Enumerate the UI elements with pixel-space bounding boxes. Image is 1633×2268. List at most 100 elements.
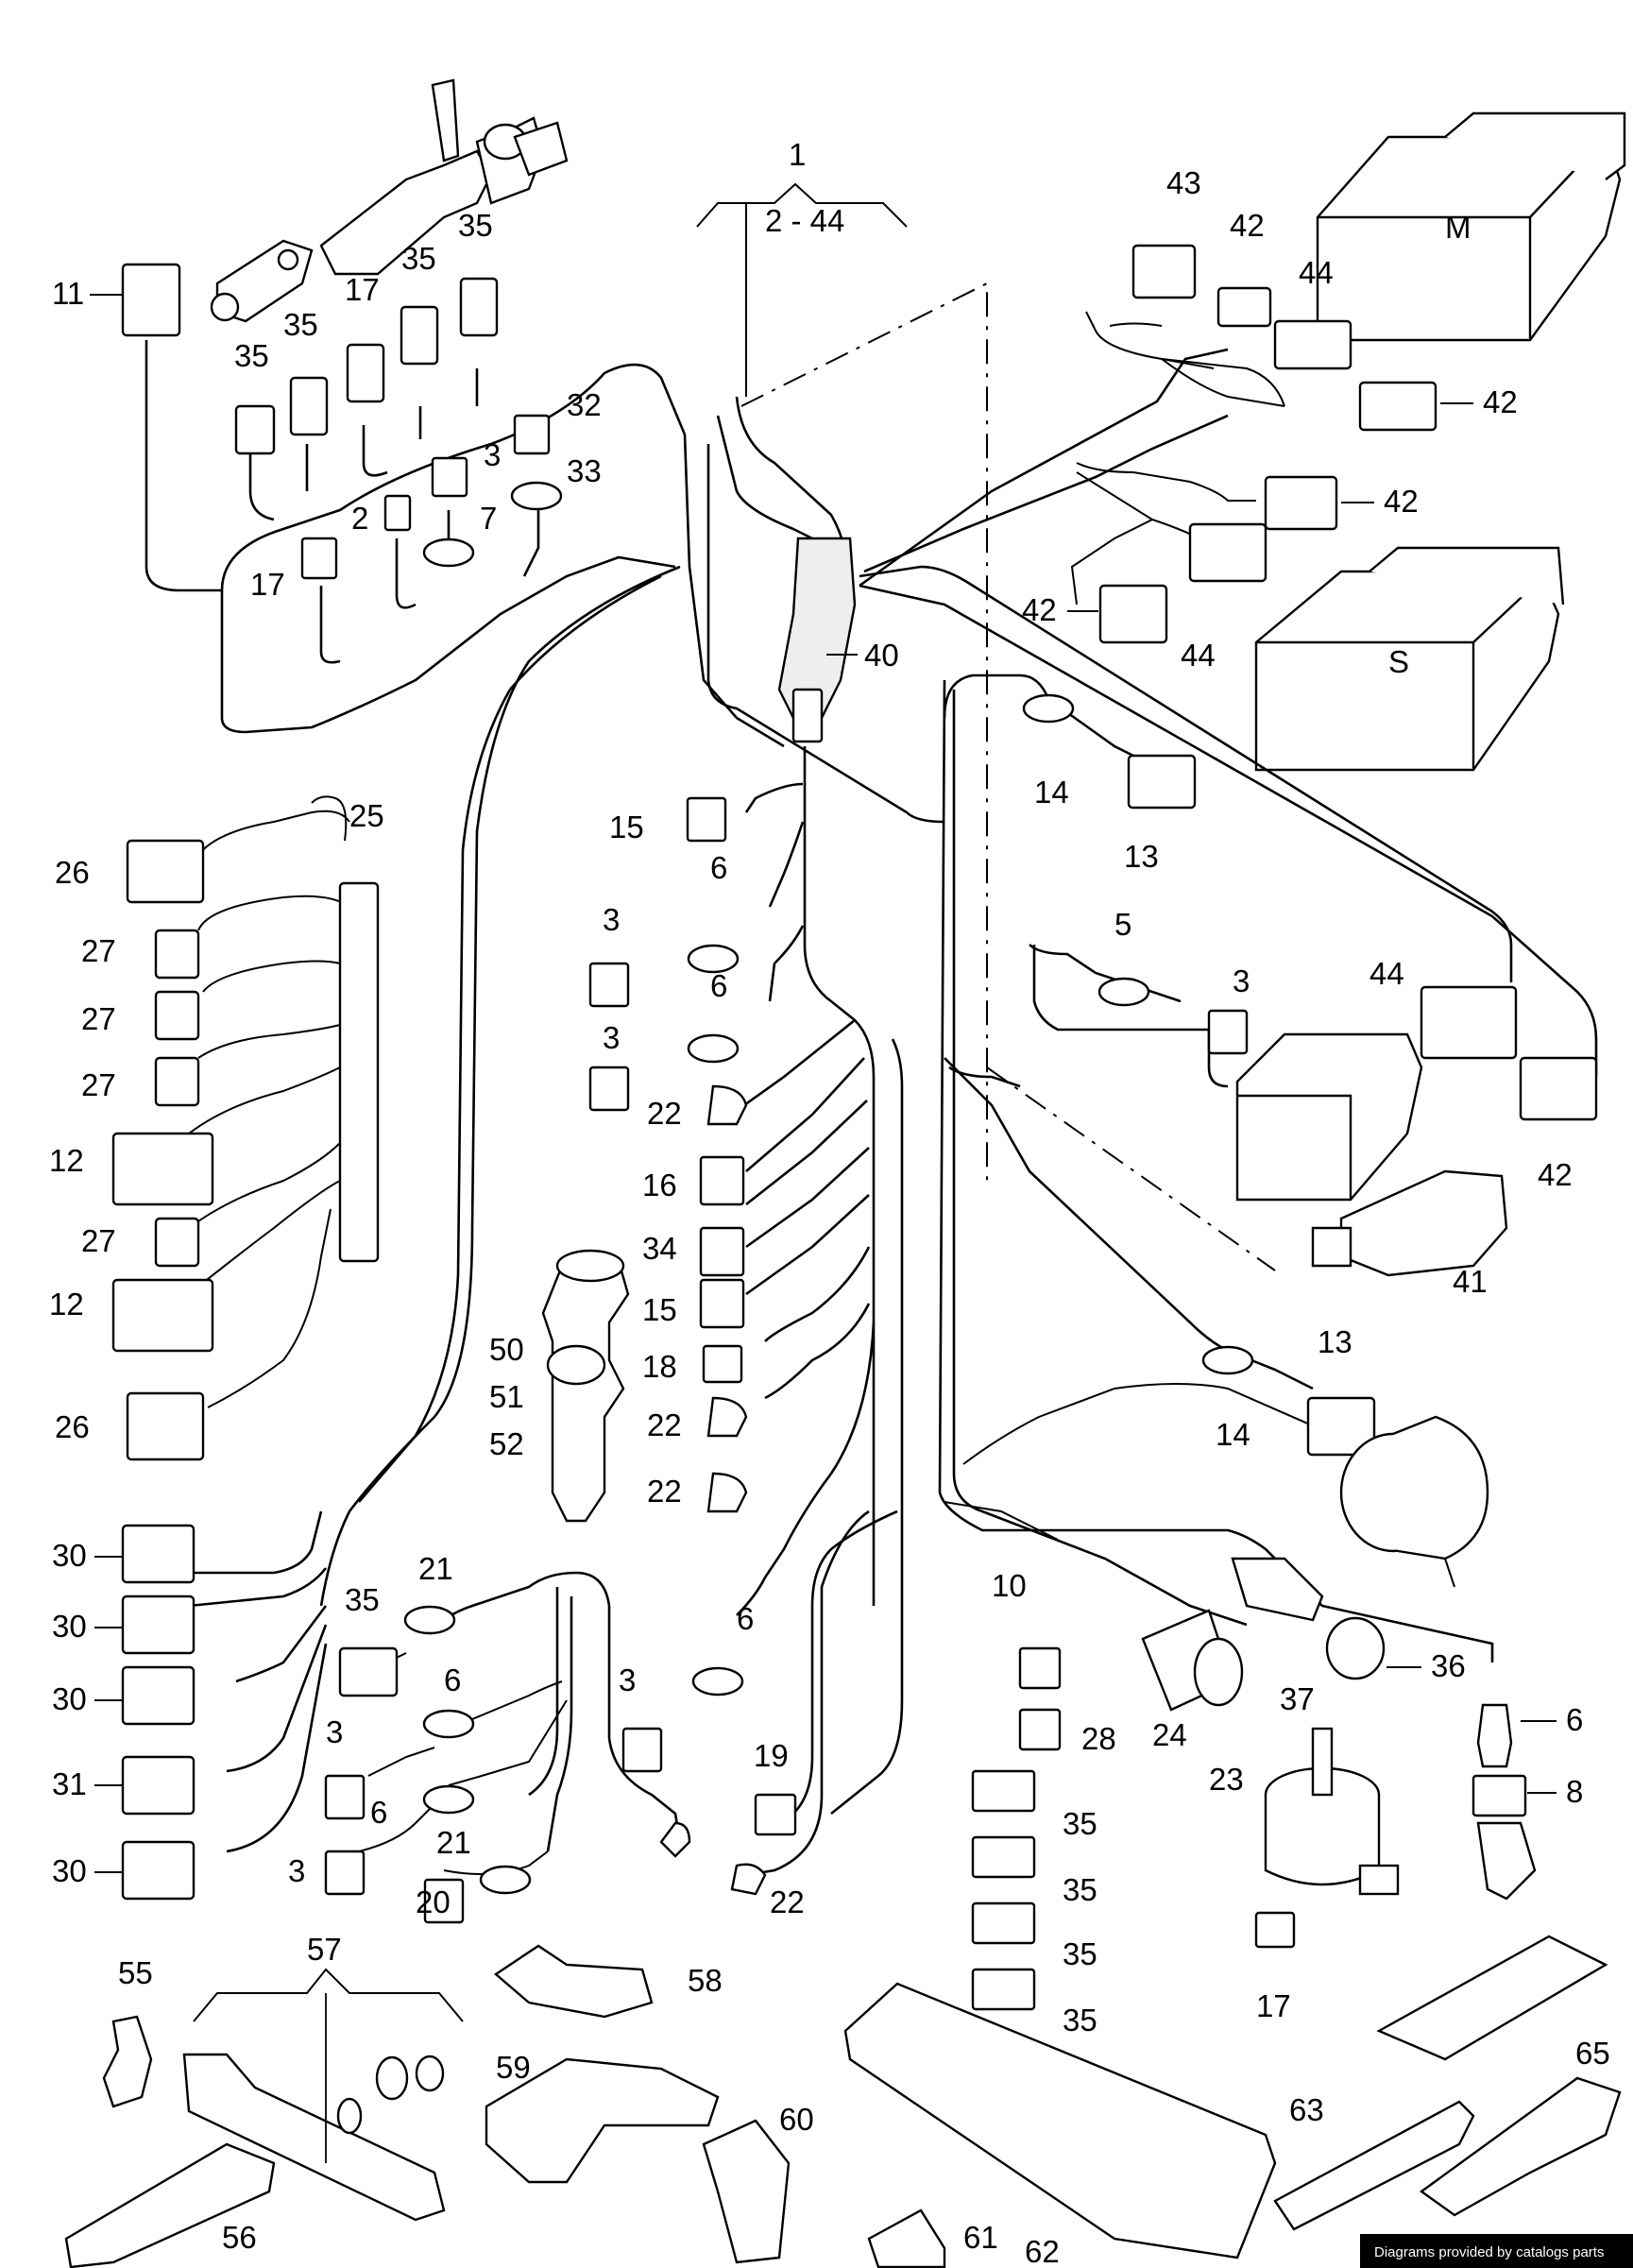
label-56: 56: [222, 2220, 257, 2255]
label-59: 59: [496, 2050, 531, 2085]
callout-labels: 1 2 - 44 11 35 35 17 35 35 32 3 33 2 7 1…: [49, 137, 1610, 2268]
label-3: 3: [288, 1853, 305, 1888]
label-51: 51: [489, 1379, 524, 1414]
label-35: 35: [458, 208, 493, 243]
label-14: 14: [1034, 775, 1069, 810]
label-6: 6: [710, 968, 727, 1003]
label-44: 44: [1299, 255, 1334, 290]
label-60: 60: [779, 2102, 814, 2137]
label-62: 62: [1025, 2234, 1060, 2268]
label-23: 23: [1209, 1762, 1244, 1797]
label-35: 35: [1063, 1806, 1097, 1841]
label-63: 63: [1289, 2092, 1324, 2127]
label-26: 26: [55, 855, 90, 890]
label-55: 55: [118, 1955, 153, 1990]
label-36: 36: [1431, 1648, 1466, 1683]
label-3: 3: [326, 1714, 343, 1749]
label-6: 6: [370, 1795, 387, 1830]
label-6: 6: [737, 1601, 754, 1636]
label-30: 30: [52, 1538, 87, 1573]
label-30: 30: [52, 1609, 87, 1644]
credit-badge: [1360, 2234, 1633, 2268]
label-42: 42: [1022, 592, 1057, 627]
label-18: 18: [642, 1349, 677, 1384]
label-35: 35: [234, 338, 269, 373]
label-3: 3: [484, 437, 501, 472]
label-42: 42: [1230, 208, 1265, 243]
label-50: 50: [489, 1332, 524, 1367]
label-41: 41: [1453, 1264, 1488, 1299]
label-35: 35: [345, 1582, 380, 1617]
harness-wires: [145, 311, 1598, 1877]
injector-illustration: [210, 78, 569, 323]
label-M: M: [1445, 210, 1471, 245]
label-17: 17: [250, 567, 285, 602]
label-30: 30: [52, 1853, 87, 1888]
label-1: 1: [789, 137, 806, 172]
group-bracket: [696, 182, 908, 397]
label-3: 3: [1233, 963, 1250, 998]
label-35: 35: [1063, 1936, 1097, 1971]
label-3: 3: [619, 1663, 636, 1697]
label-25: 25: [349, 798, 384, 833]
label-7: 7: [480, 501, 497, 536]
label-65: 65: [1575, 2036, 1610, 2071]
label-14: 14: [1216, 1417, 1250, 1452]
brackets: [64, 1935, 1622, 2268]
label-22: 22: [647, 1407, 682, 1442]
label-43: 43: [1166, 165, 1201, 200]
label-35: 35: [401, 241, 436, 276]
label-30: 30: [52, 1681, 87, 1716]
label-58: 58: [688, 1963, 723, 1998]
label-11: 11: [52, 276, 84, 311]
label-42: 42: [1384, 484, 1419, 519]
label-3: 3: [603, 1020, 620, 1055]
label-2-44: 2 - 44: [765, 203, 844, 238]
label-8: 8: [1566, 1774, 1583, 1809]
label-37: 37: [1280, 1681, 1315, 1716]
label-5: 5: [1114, 907, 1131, 942]
label-24: 24: [1152, 1717, 1187, 1752]
label-16: 16: [642, 1168, 677, 1202]
label-27: 27: [81, 1001, 116, 1036]
label-13: 13: [1124, 839, 1159, 874]
label-57: 57: [307, 1932, 342, 1967]
label-S: S: [1388, 644, 1409, 679]
label-12: 12: [49, 1143, 84, 1178]
credit-text: Diagrams provided by catalogs parts: [1374, 2244, 1604, 2260]
label-2: 2: [351, 501, 368, 536]
label-35: 35: [283, 307, 318, 342]
label-52: 52: [489, 1426, 524, 1461]
label-22: 22: [647, 1474, 682, 1509]
label-12: 12: [49, 1287, 84, 1322]
label-31: 31: [52, 1766, 87, 1801]
label-40: 40: [864, 638, 899, 673]
label-28: 28: [1081, 1721, 1116, 1756]
label-44: 44: [1181, 638, 1216, 673]
connector-11: [121, 263, 181, 337]
label-27: 27: [81, 1067, 116, 1102]
label-44: 44: [1369, 956, 1404, 991]
label-6: 6: [444, 1663, 461, 1697]
label-35: 35: [1063, 2003, 1097, 2038]
label-42: 42: [1483, 384, 1518, 419]
label-17: 17: [345, 272, 380, 307]
label-19: 19: [754, 1738, 789, 1773]
label-35: 35: [1063, 1872, 1097, 1907]
label-21: 21: [418, 1551, 453, 1586]
label-42: 42: [1538, 1157, 1573, 1192]
control-unit-m: [1316, 111, 1626, 342]
label-10: 10: [992, 1568, 1027, 1603]
label-61: 61: [963, 2220, 998, 2255]
label-27: 27: [81, 933, 116, 968]
label-26: 26: [55, 1409, 90, 1444]
label-32: 32: [567, 387, 602, 422]
label-33: 33: [567, 453, 602, 488]
label-15: 15: [609, 810, 644, 844]
label-27: 27: [81, 1223, 116, 1258]
label-3: 3: [603, 902, 620, 937]
label-6: 6: [710, 850, 727, 885]
label-21: 21: [436, 1825, 471, 1860]
